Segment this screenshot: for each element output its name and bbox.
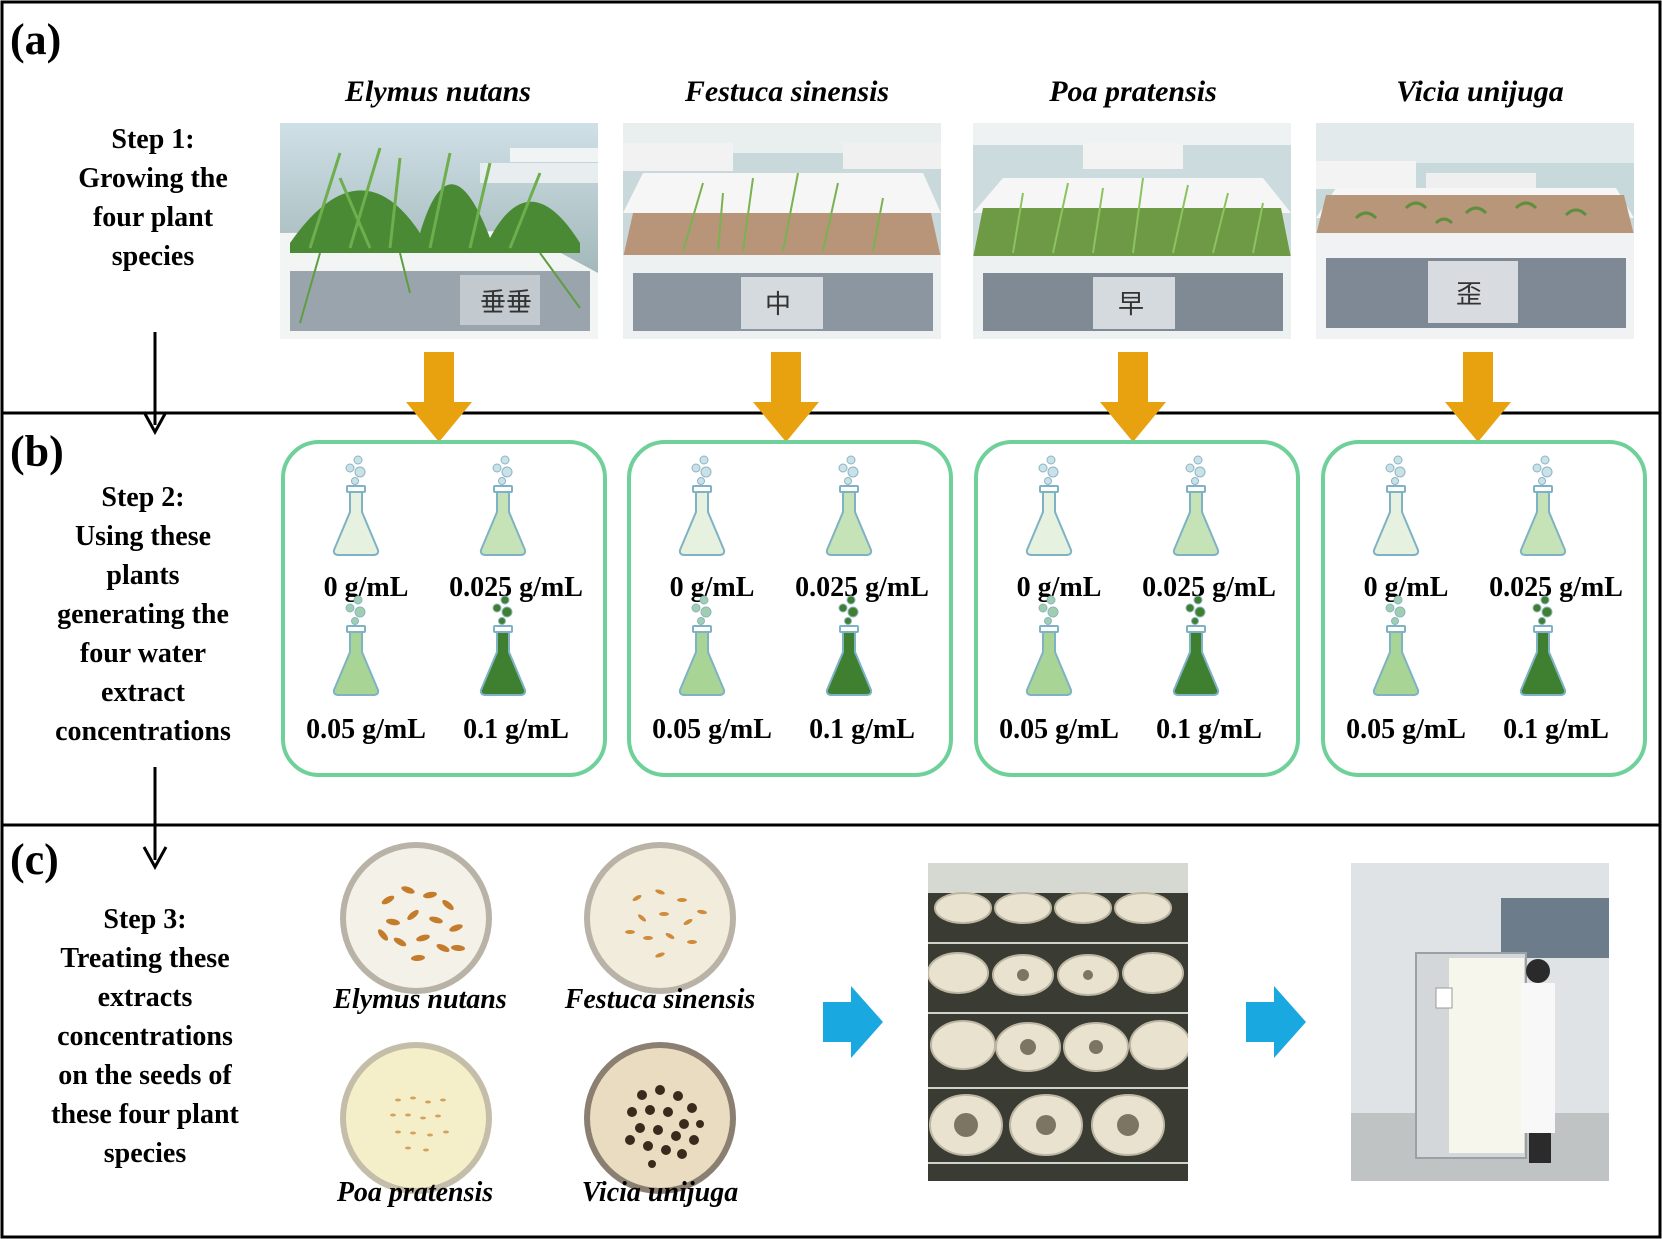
concentration-label-1-4: 0.1 g/mL	[463, 714, 569, 745]
species-title-3: Poa pratensis	[1049, 75, 1217, 108]
orange-arrow-2	[753, 352, 819, 442]
petri-dish-elymus	[340, 842, 492, 994]
down-arrow-1	[142, 332, 168, 435]
dish-label-poa: Poa pratensis	[336, 1177, 494, 1208]
concentration-label-4-1: 0 g/mL	[1363, 572, 1449, 603]
concentration-label-2-1: 0 g/mL	[669, 572, 755, 603]
flask-icon-1-3	[332, 595, 380, 696]
step-2-text: Step 2: Using these plants generating th…	[55, 482, 231, 747]
panel-label-b: (b)	[10, 427, 64, 476]
flask-icon-2-3	[678, 595, 726, 696]
flask-icon-3-2	[1172, 455, 1220, 556]
concentration-label-4-2: 0.025 g/mL	[1489, 572, 1623, 603]
orange-arrow-3	[1100, 352, 1166, 442]
concentration-label-2-2: 0.025 g/mL	[795, 572, 929, 603]
concentration-box-4	[1321, 440, 1647, 777]
step-3-text: Step 3: Treating these extracts concentr…	[51, 904, 239, 1169]
orange-arrow-4	[1445, 352, 1511, 442]
tray-photo-festuca: 中	[623, 123, 941, 339]
concentration-box-3	[974, 440, 1300, 777]
flask-icon-1-4	[479, 595, 527, 696]
flask-icon-3-3	[1025, 595, 1073, 696]
concentration-label-4-3: 0.05 g/mL	[1346, 714, 1466, 745]
petri-dish-festuca	[584, 842, 736, 994]
concentration-label-4-4: 0.1 g/mL	[1503, 714, 1609, 745]
tray-photo-poa: 早	[973, 123, 1291, 339]
flask-icon-2-1	[678, 455, 726, 556]
concentration-label-1-2: 0.025 g/mL	[449, 572, 583, 603]
flask-icon-1-1	[332, 455, 380, 556]
tray-photo-elymus: 垂垂	[280, 123, 598, 339]
tray-photo-vicia: 歪	[1316, 123, 1634, 339]
flask-icon-4-2	[1519, 455, 1567, 556]
tray-char-4: 歪	[1456, 280, 1482, 309]
dish-label-festuca: Festuca sinensis	[564, 984, 756, 1015]
concentration-label-1-3: 0.05 g/mL	[306, 714, 426, 745]
incubator-dishes-photo	[928, 863, 1188, 1181]
concentration-box-1	[281, 440, 607, 777]
blue-arrow-2	[1246, 986, 1306, 1058]
lab-incubator-photo	[1351, 863, 1609, 1181]
step-1-text: Step 1: Growing the four plant species	[78, 124, 228, 272]
species-title-4: Vicia unijuga	[1396, 75, 1564, 108]
flask-icon-4-1	[1372, 455, 1420, 556]
concentration-label-3-3: 0.05 g/mL	[999, 714, 1119, 745]
concentration-label-3-1: 0 g/mL	[1016, 572, 1102, 603]
concentration-label-3-2: 0.025 g/mL	[1142, 572, 1276, 603]
flask-icon-4-3	[1372, 595, 1420, 696]
dish-label-vicia: Vicia unijuga	[581, 1177, 739, 1208]
flask-icon-3-1	[1025, 455, 1073, 556]
concentration-label-2-4: 0.1 g/mL	[809, 714, 915, 745]
down-arrow-2	[142, 767, 168, 870]
flask-icon-1-2	[479, 455, 527, 556]
tray-char-1: 垂垂	[480, 288, 532, 317]
concentration-label-3-4: 0.1 g/mL	[1156, 714, 1262, 745]
petri-dish-poa	[340, 1042, 492, 1194]
orange-arrow-1	[406, 352, 472, 442]
concentration-label-2-3: 0.05 g/mL	[652, 714, 772, 745]
flask-icon-2-4	[825, 595, 873, 696]
panel-label-a: (a)	[10, 15, 62, 64]
species-title-1: Elymus nutans	[345, 75, 531, 108]
flask-icon-2-2	[825, 455, 873, 556]
tray-char-2: 中	[765, 290, 791, 319]
petri-dish-vicia	[584, 1042, 736, 1194]
blue-arrow-1	[823, 986, 883, 1058]
dish-label-elymus: Elymus nutans	[333, 984, 507, 1015]
tray-char-3: 早	[1118, 290, 1144, 319]
flask-icon-4-4	[1519, 595, 1567, 696]
concentration-label-1-1: 0 g/mL	[323, 572, 409, 603]
flask-icon-3-4	[1172, 595, 1220, 696]
concentration-box-2	[627, 440, 953, 777]
species-title-2: Festuca sinensis	[684, 75, 890, 108]
panel-label-c: (c)	[10, 835, 59, 884]
